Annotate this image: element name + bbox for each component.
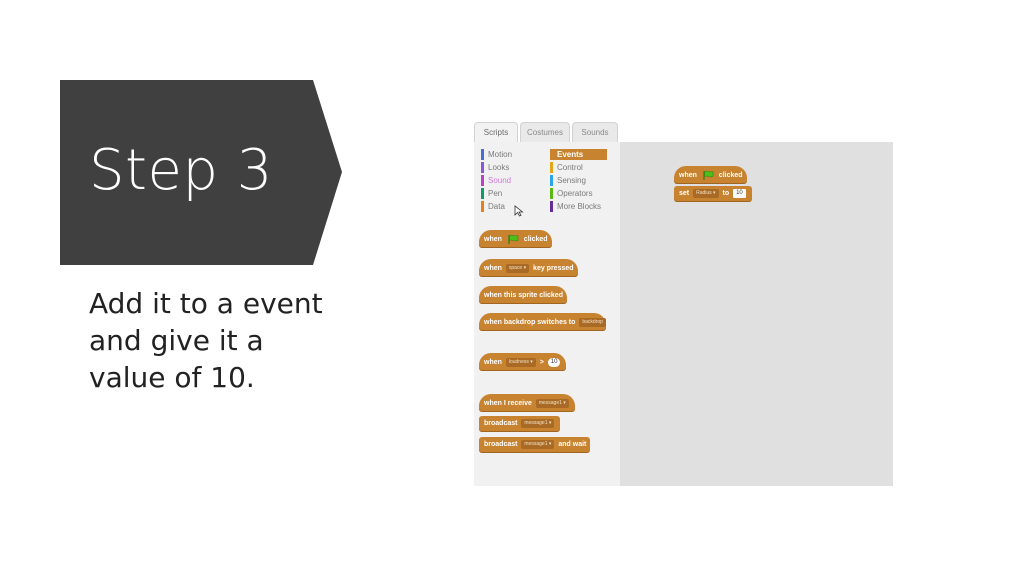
backdrop-dropdown[interactable]: backdrop	[579, 317, 606, 327]
category-motion[interactable]: Motion	[481, 149, 512, 160]
key-dropdown[interactable]: space ▾	[505, 263, 530, 273]
scratch-editor: Scripts Costumes Sounds Motion Looks Sou…	[474, 122, 893, 486]
green-flag-icon	[508, 234, 519, 244]
category-events[interactable]: Events	[550, 149, 608, 160]
category-sensing[interactable]: Sensing	[550, 175, 586, 186]
block-when-backdrop-switches[interactable]: when backdrop switches to backdrop	[479, 313, 606, 330]
dropdown-value: space	[508, 264, 523, 271]
block-text: when	[484, 265, 502, 272]
dropdown-value: loudness	[508, 358, 529, 365]
block-text: when I receive	[484, 400, 532, 407]
tab-costumes[interactable]: Costumes	[520, 122, 570, 142]
block-text: key pressed	[533, 265, 574, 272]
message-dropdown[interactable]: message1 ▾	[521, 418, 555, 428]
block-when-flag-clicked[interactable]: when clicked	[479, 230, 552, 247]
category-pen[interactable]: Pen	[481, 188, 502, 199]
block-text: when this sprite clicked	[484, 292, 563, 299]
category-looks[interactable]: Looks	[481, 162, 509, 173]
block-text: clicked	[523, 236, 548, 243]
dropdown-value: message1	[524, 419, 548, 426]
block-when-key-pressed[interactable]: when space ▾ key pressed	[479, 259, 578, 276]
category-operators[interactable]: Operators	[550, 188, 593, 199]
tab-scripts[interactable]: Scripts	[474, 122, 518, 142]
block-when-loudness[interactable]: when loudness ▾ > 10	[479, 353, 567, 370]
block-palette: Motion Looks Sound Pen Data Events Contr…	[474, 142, 620, 486]
block-text: when	[484, 359, 502, 366]
tab-sounds[interactable]: Sounds	[572, 122, 618, 142]
loudness-value-input[interactable]: 10	[547, 357, 561, 367]
block-text: clicked	[718, 172, 743, 179]
mouse-cursor-icon	[514, 205, 524, 217]
category-sound[interactable]: Sound	[481, 175, 511, 186]
block-when-sprite-clicked[interactable]: when this sprite clicked	[479, 286, 567, 303]
block-when-i-receive[interactable]: when I receive message1 ▾	[479, 394, 575, 411]
message-dropdown[interactable]: message1 ▾	[521, 439, 555, 449]
block-text: broadcast	[484, 420, 518, 427]
block-text: when	[484, 236, 502, 243]
title-banner: Step 3	[60, 80, 342, 265]
block-broadcast[interactable]: broadcast message1 ▾	[479, 416, 561, 431]
message-dropdown[interactable]: message1 ▾	[535, 398, 569, 408]
slide-title: Step 3	[89, 138, 273, 203]
dropdown-value: message1	[524, 440, 548, 447]
green-flag-icon	[703, 170, 714, 180]
sensor-dropdown[interactable]: loudness ▾	[505, 357, 536, 367]
block-text: when	[679, 172, 697, 179]
block-text: to	[722, 190, 730, 197]
category-data[interactable]: Data	[481, 201, 505, 212]
dropdown-value: message1	[538, 399, 562, 406]
block-text: when backdrop switches to	[484, 319, 576, 326]
block-text: and wait	[558, 441, 587, 448]
banner-shape	[60, 80, 342, 265]
script-area[interactable]: when clicked set Radius ▾ to 10	[620, 142, 893, 486]
dropdown-value: Radius	[696, 189, 712, 196]
operator-text: >	[539, 359, 544, 366]
variable-dropdown[interactable]: Radius ▾	[693, 188, 719, 198]
script-when-flag-clicked[interactable]: when clicked	[674, 166, 747, 183]
set-value-input[interactable]: 10	[733, 188, 746, 198]
script-set-variable[interactable]: set Radius ▾ to 10	[674, 186, 752, 201]
block-text: broadcast	[484, 441, 518, 448]
category-control[interactable]: Control	[550, 162, 583, 173]
block-text: set	[679, 190, 690, 197]
slide-body-text: Add it to a event and give it a value of…	[89, 287, 323, 394]
block-broadcast-and-wait[interactable]: broadcast message1 ▾ and wait	[479, 437, 591, 452]
category-more-blocks[interactable]: More Blocks	[550, 201, 601, 212]
